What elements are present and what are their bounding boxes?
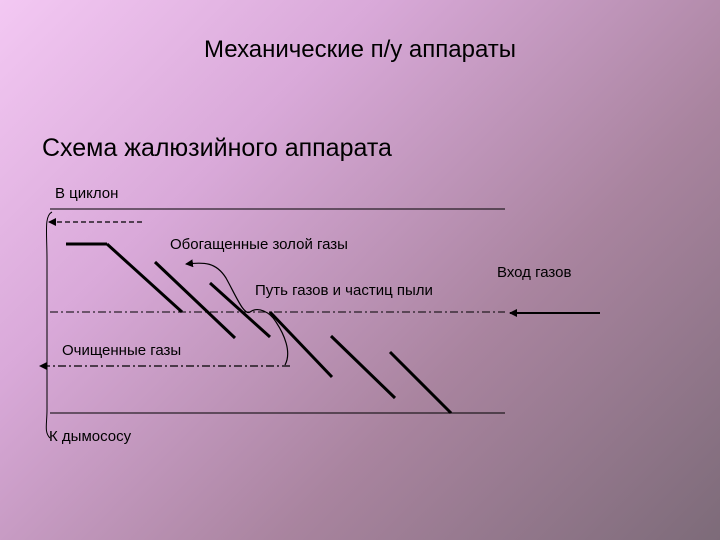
label-enriched-gases: Обогащенные золой газы xyxy=(170,236,348,253)
slide-subtitle: Схема жалюзийного аппарата xyxy=(42,134,392,162)
label-gas-inlet: Вход газов xyxy=(497,264,572,281)
louver-blade xyxy=(268,310,334,379)
label-gas-particle-path: Путь газов и частиц пыли xyxy=(255,282,433,299)
particle-path-curve xyxy=(185,259,289,366)
louver-blade xyxy=(105,242,184,314)
louver-blade xyxy=(208,281,272,339)
louver-blades xyxy=(66,242,453,415)
outlet-brace xyxy=(45,211,53,439)
label-to-cyclone: В циклон xyxy=(55,185,119,202)
label-cleaned-gases: Очищенные газы xyxy=(62,342,182,359)
louver-blade xyxy=(388,350,453,415)
label-to-smoke-exhauster: К дымососу xyxy=(49,428,132,445)
louver-blade xyxy=(329,334,397,400)
slide-title: Механические п/у аппараты xyxy=(203,36,517,63)
louver-blade xyxy=(153,260,237,340)
